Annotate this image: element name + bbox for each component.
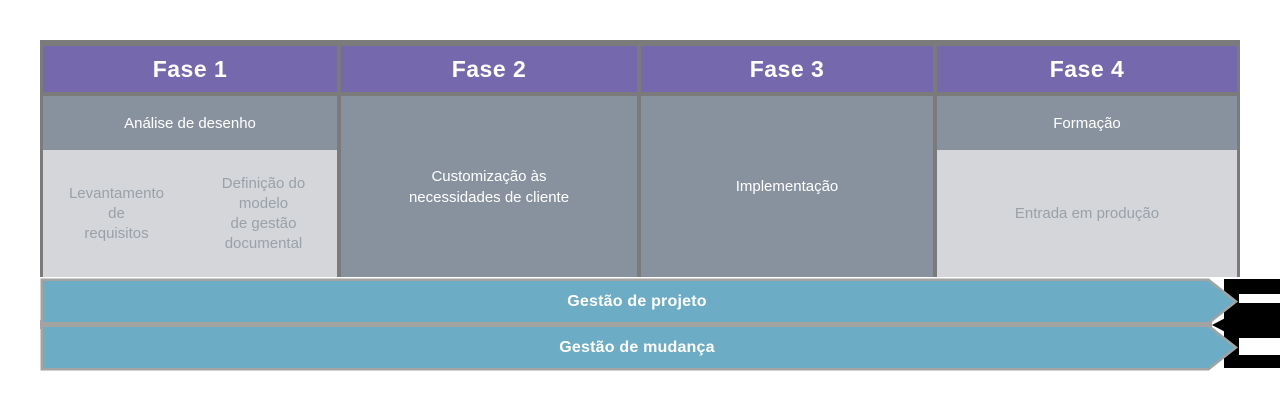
banner-label-gestao-projeto: Gestão de projeto: [567, 292, 707, 310]
phase3-body-line: Implementação: [735, 178, 839, 195]
subtask-line: modelo: [238, 194, 289, 212]
phase1-top-row: Análise de desenho: [43, 96, 337, 150]
phase4-subtasks: Entrada em produção: [937, 150, 1237, 277]
edge-shadow-notch-bottom: [1239, 338, 1280, 355]
phase1-subtasks: Levantamento de requisitos Definição do …: [43, 150, 337, 277]
subtask-entrada-producao: Entrada em produção: [937, 204, 1237, 224]
edge-shadow-notch-top: [1239, 294, 1280, 303]
subtask-definicao-modelo: Definição do modelo de gestão documental: [190, 174, 337, 254]
phase-header-fase-2: Fase 2: [341, 46, 637, 92]
subtask-line: de gestão: [230, 214, 297, 232]
phase2-body-line: necessidades de cliente: [408, 188, 570, 206]
banner-label-gestao-mudanca: Gestão de mudança: [559, 338, 715, 356]
phase-header-fase-4: Fase 4: [937, 46, 1237, 92]
subtask-line: Definição do: [221, 174, 306, 192]
phase4-body: Formação Entrada em produção: [937, 96, 1237, 277]
subtask-line: documental: [224, 234, 303, 252]
phase-header-fase-1: Fase 1: [43, 46, 337, 92]
subtask-levantamento-requisitos: Levantamento de requisitos: [43, 184, 190, 244]
subtask-line: requisitos: [84, 224, 149, 242]
phase1-body: Análise de desenho Levantamento de requi…: [43, 96, 337, 277]
phase2-body-line: Customização às: [431, 167, 547, 185]
phase-table: Fase 1 Fase 2 Fase 3 Fase 4 Análise de d…: [40, 40, 1240, 277]
subtask-line: Levantamento: [68, 184, 165, 202]
phase3-body: Implementação: [641, 96, 933, 277]
phase-header-fase-3: Fase 3: [641, 46, 933, 92]
phase2-body: Customização às necessidades de cliente: [341, 96, 637, 277]
phase4-top-row: Formação: [937, 96, 1237, 150]
subtask-line: de: [108, 204, 125, 222]
subtask-line: Entrada em produção: [1014, 204, 1160, 222]
